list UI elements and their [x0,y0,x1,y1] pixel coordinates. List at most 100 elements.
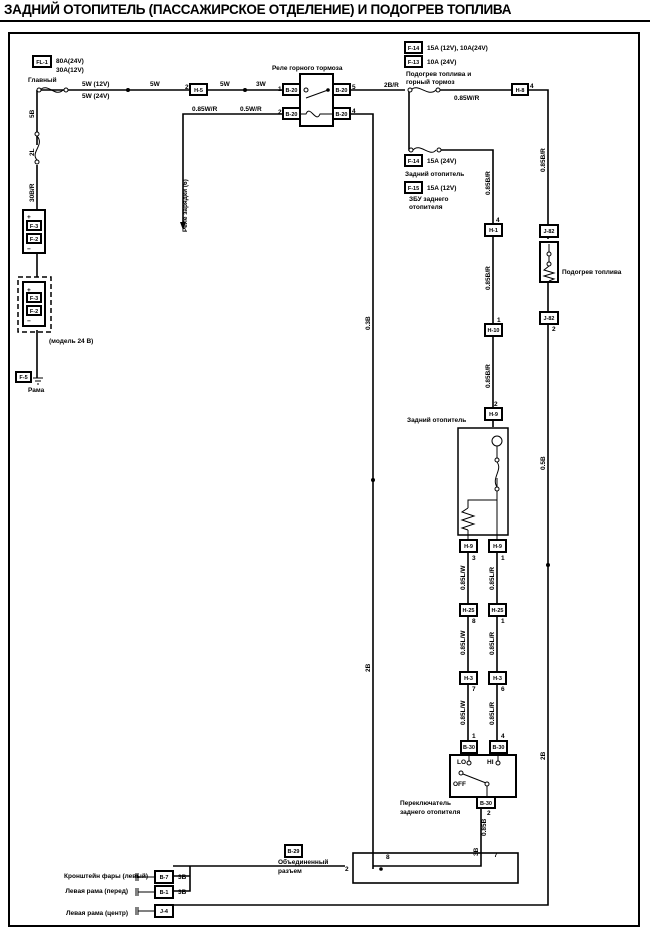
svg-text:H-3: H-3 [464,676,473,682]
svg-text:15A (12V): 15A (12V) [427,185,456,192]
title-rule [0,20,650,22]
svg-text:4: 4 [352,108,356,115]
svg-text:B-20: B-20 [286,112,298,118]
svg-text:H-25: H-25 [463,608,475,614]
svg-text:8: 8 [472,618,476,625]
svg-text:H-1: H-1 [489,228,498,234]
svg-text:3B: 3B [473,847,480,856]
rear-heater-unit: Задний отопитель H-9 2 H-9 H-9 3 1 [407,401,509,562]
svg-text:1: 1 [278,86,282,93]
svg-text:0.85B/R: 0.85B/R [485,171,492,195]
svg-text:J-82: J-82 [543,229,554,235]
svg-text:отопителя: отопителя [409,204,443,211]
svg-text:4: 4 [530,83,534,90]
svg-text:F-5: F-5 [19,375,27,381]
svg-text:F-3: F-3 [30,224,38,230]
wire-label: 3B [178,874,187,881]
svg-text:ЗБУ заднего: ЗБУ заднего [409,196,448,203]
wire-label: 5W (24V) [82,93,109,100]
svg-text:Главный: Главный [28,76,57,84]
svg-text:0.85L/W: 0.85L/W [460,630,467,655]
svg-text:H-25: H-25 [492,608,504,614]
svg-text:0.3B: 0.3B [365,316,372,330]
splice-dot [243,88,247,92]
svg-text:B-20: B-20 [336,88,348,94]
svg-text:1: 1 [472,733,476,740]
splice-dot [126,88,130,92]
svg-text:разъем: разъем [278,868,302,875]
wire-label: 3W [256,81,267,88]
splice-dot [371,478,375,482]
svg-text:B-20: B-20 [336,112,348,118]
wire-label: 5W (12V) [82,81,109,88]
svg-text:2L: 2L [29,148,36,156]
wire-label: 5W [220,81,231,88]
svg-text:0.85B: 0.85B [481,818,488,836]
svg-text:−: − [27,318,31,325]
svg-text:F-2: F-2 [30,237,38,243]
svg-text:Подогрев топлива и: Подогрев топлива и [406,71,471,78]
connector-h5: H-5 2 [185,83,208,96]
svg-text:Реле горного тормоза: Реле горного тормоза [272,65,343,72]
svg-text:(модель 24 В): (модель 24 В) [49,338,93,345]
svg-text:2: 2 [185,84,189,91]
svg-text:B-7: B-7 [160,875,169,881]
svg-text:30A(12V): 30A(12V) [56,67,84,74]
svg-text:B-30: B-30 [463,745,475,751]
svg-text:2: 2 [494,401,498,408]
svg-text:+: + [27,287,31,294]
rear-heater-switch: 1 4 B-30 B-30 LO HI OFF B-30 2 Переключа… [400,733,517,817]
svg-text:H-9: H-9 [489,412,498,418]
svg-text:H-5: H-5 [194,88,203,94]
connector-h1: H-1 4 [484,217,503,237]
svg-text:−: − [27,246,31,253]
svg-text:0.85B/R: 0.85B/R [540,148,547,172]
main-fuse: FL-1 80A(24V) 30A(12V) Главный [28,55,84,93]
charge-relay-label: Реле зарядки (6) [182,179,189,232]
svg-text:4: 4 [501,733,505,740]
svg-text:Задний отопитель: Задний отопитель [407,416,466,424]
svg-text:2B: 2B [365,663,372,672]
svg-text:H-9: H-9 [493,544,502,550]
diagram-title: ЗАДНИЙ ОТОПИТЕЛЬ (ПАССАЖИРСКОЕ ОТДЕЛЕНИЕ… [4,2,512,17]
splice-dot [546,563,550,567]
svg-text:8: 8 [386,854,390,861]
svg-text:OFF: OFF [453,781,466,788]
svg-text:H-8: H-8 [516,88,525,94]
vertical-wire-labels: 5B 2L 30B/R 0.3B 2B 0.85B/R 0.85B/R 0.85… [29,109,547,856]
svg-text:F-14: F-14 [408,159,420,165]
wire-label: 0.85W/R [192,106,218,113]
svg-text:B-20: B-20 [286,88,298,94]
motor-icon [491,435,503,447]
svg-text:7: 7 [472,686,476,693]
svg-text:Задний отопитель: Задний отопитель [405,170,464,178]
svg-text:J-4: J-4 [160,909,169,915]
exhaust-brake-relay: Реле горного тормоза B-20 B-20 B-20 B-20… [272,65,356,127]
svg-text:F-3: F-3 [30,296,38,302]
svg-text:30B/R: 30B/R [29,183,36,202]
svg-text:F-2: F-2 [30,309,38,315]
svg-text:2: 2 [487,810,491,817]
svg-text:2: 2 [345,866,349,873]
svg-text:15A (24V): 15A (24V) [427,158,456,165]
svg-text:Левая рама (центр): Левая рама (центр) [66,910,128,917]
svg-text:0.5B: 0.5B [540,456,547,470]
svg-text:F-14: F-14 [408,46,420,52]
svg-text:J-82: J-82 [543,316,554,322]
svg-text:1: 1 [501,555,505,562]
svg-text:1: 1 [497,317,501,324]
svg-text:15A (12V), 10A(24V): 15A (12V), 10A(24V) [427,45,488,52]
joint-connector: B-29 Объединенный разъем 2 8 7 [278,844,519,884]
svg-text:B-30: B-30 [480,801,492,807]
connectors-h25-h3: H-25 H-25 8 1 H-3 H-3 7 6 [459,603,507,693]
diagram-frame [8,32,640,927]
wire-label: 5W [150,81,161,88]
arrow-icon [180,222,186,230]
svg-text:6: 6 [501,686,505,693]
wire-label: 0.85W/R [454,95,480,102]
svg-text:F-15: F-15 [408,186,419,192]
svg-text:4: 4 [496,217,500,224]
svg-text:LO: LO [457,759,466,766]
svg-text:заднего отопителя: заднего отопителя [400,809,461,816]
svg-text:горный тормоз: горный тормоз [406,78,455,86]
